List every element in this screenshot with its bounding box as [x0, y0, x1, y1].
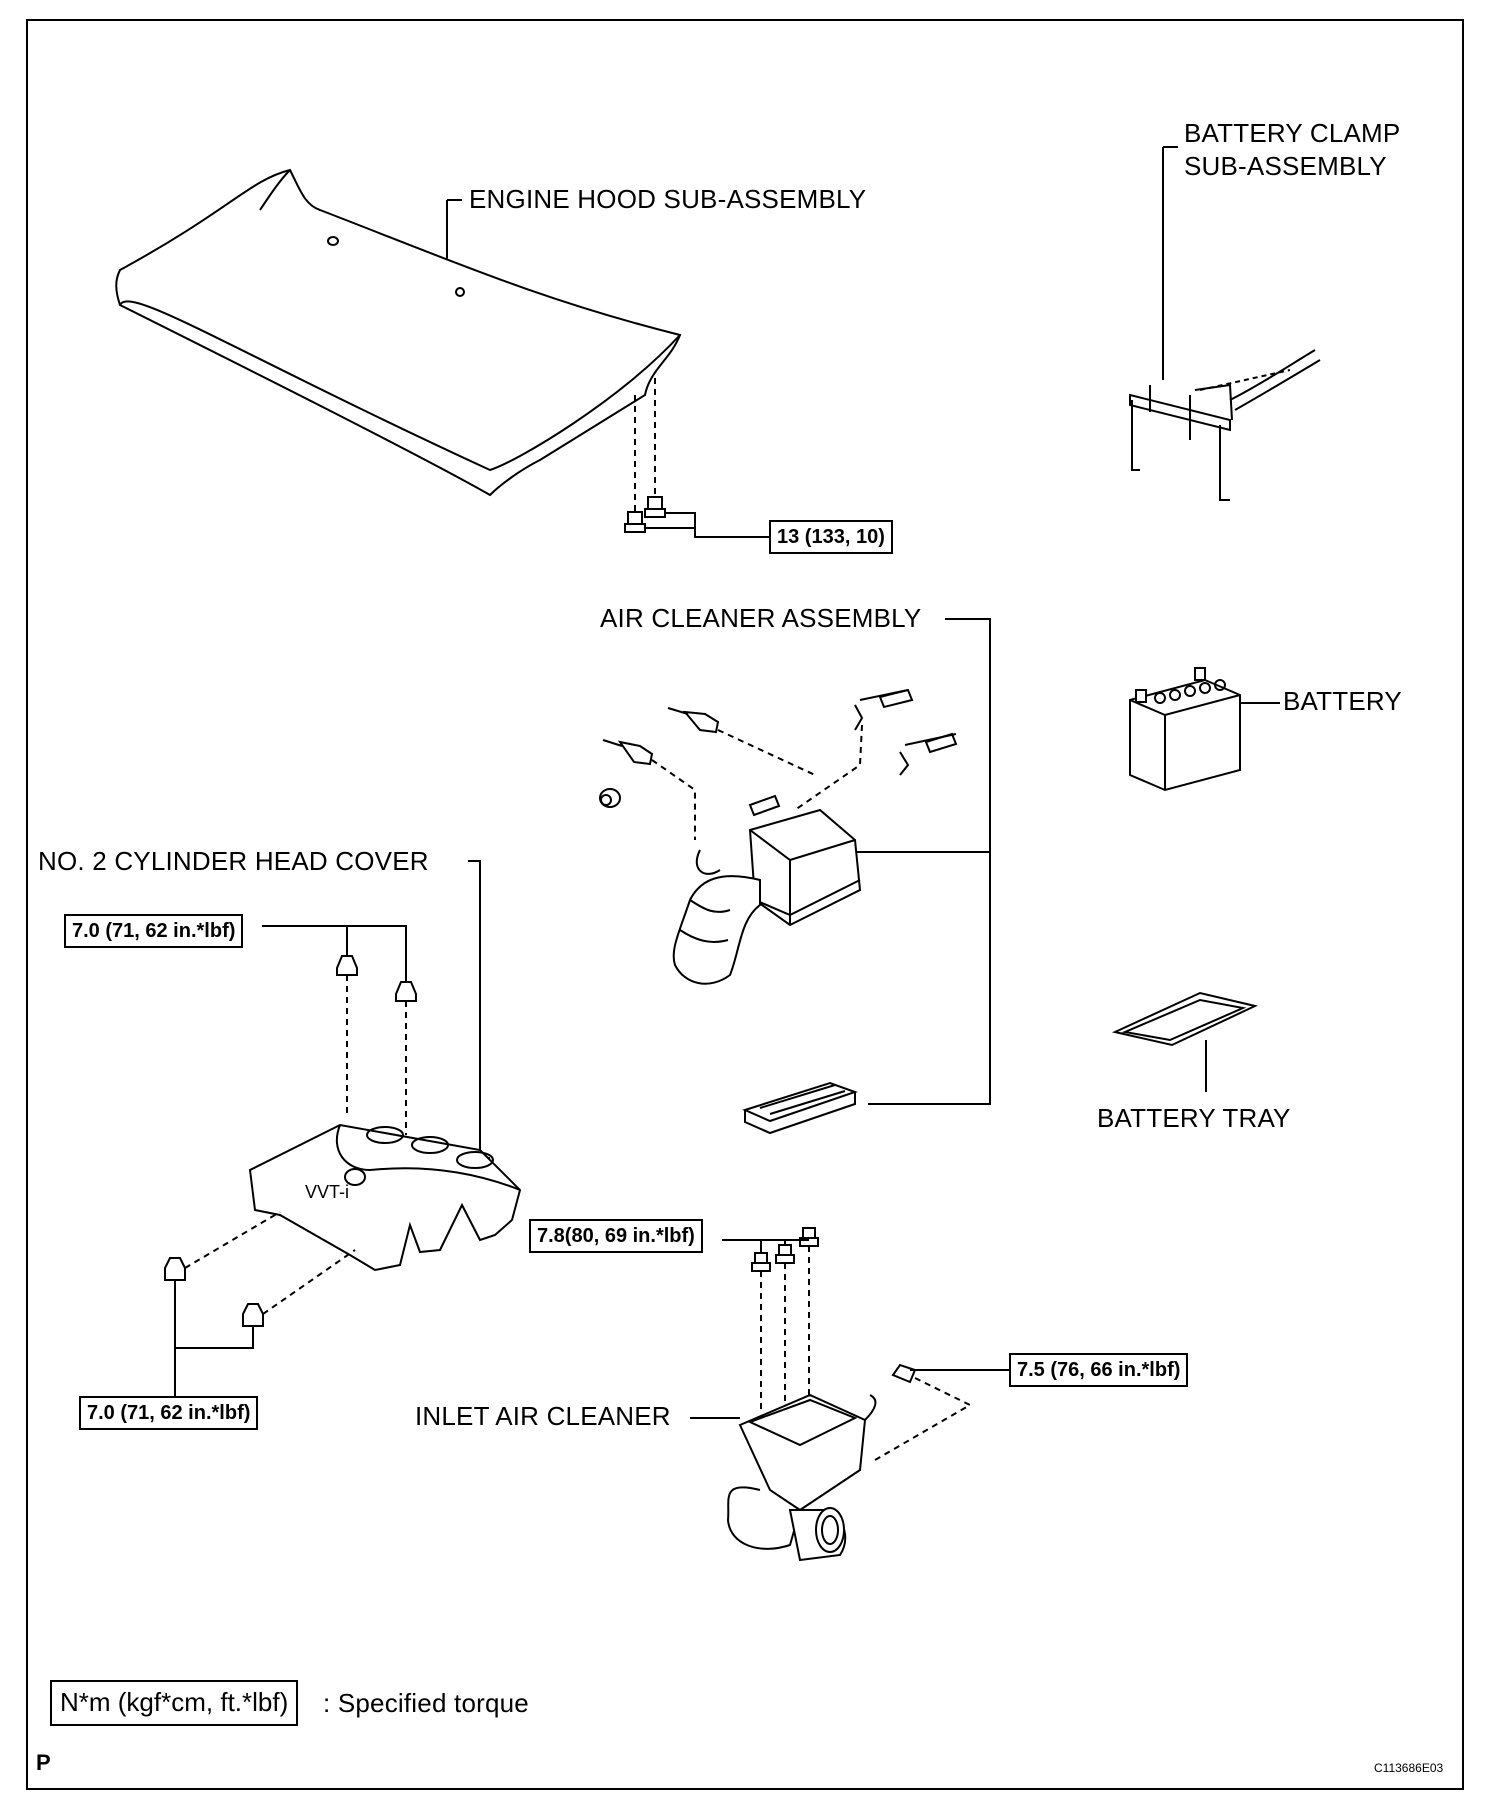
legend-torque-units-box: N*m (kgf*cm, ft.*lbf) [50, 1680, 299, 1726]
label-inlet-air-cleaner: INLET AIR CLEANER [415, 1401, 671, 1431]
air-cleaner-drawing [599, 618, 991, 1135]
inlet-air-cleaner-drawing [690, 1227, 1010, 1562]
label-battery: BATTERY [1283, 686, 1402, 716]
label-battery-tray: BATTERY TRAY [1097, 1103, 1291, 1133]
figure-code: C113686E03 [1374, 1761, 1444, 1775]
torque-box-inlet-side-bolt: 7.5 (76, 66 in.*lbf) [1009, 1353, 1189, 1387]
torque-box-hood-bolts: 13 (133, 10) [769, 520, 893, 554]
engine-hood-drawing [115, 168, 770, 538]
battery-drawing [1129, 667, 1280, 792]
battery-clamp-drawing [1129, 146, 1321, 501]
corner-letter: P [36, 1750, 51, 1775]
torque-box-cover-nuts-bottom: 7.0 (71, 62 in.*lbf) [79, 1396, 259, 1430]
label-air-cleaner-assembly: AIR CLEANER ASSEMBLY [600, 603, 922, 633]
label-no2-cylinder-head-cover: NO. 2 CYLINDER HEAD COVER [38, 846, 429, 876]
diagram-frame [26, 19, 1464, 1790]
torque-box-cover-nuts-top: 7.0 (71, 62 in.*lbf) [64, 914, 244, 948]
label-battery-clamp-line1: BATTERY CLAMP [1184, 118, 1401, 148]
cylinder-head-cover-drawing: VVT-i [164, 860, 522, 1413]
legend-description: : Specified torque [323, 1688, 529, 1718]
label-battery-clamp-line2: SUB-ASSEMBLY [1184, 151, 1387, 181]
battery-tray-drawing [1111, 991, 1259, 1092]
label-engine-hood: ENGINE HOOD SUB-ASSEMBLY [469, 184, 867, 214]
svg-text:VVT-i: VVT-i [305, 1182, 349, 1202]
torque-box-inlet-bolts: 7.8(80, 69 in.*lbf) [529, 1219, 703, 1253]
